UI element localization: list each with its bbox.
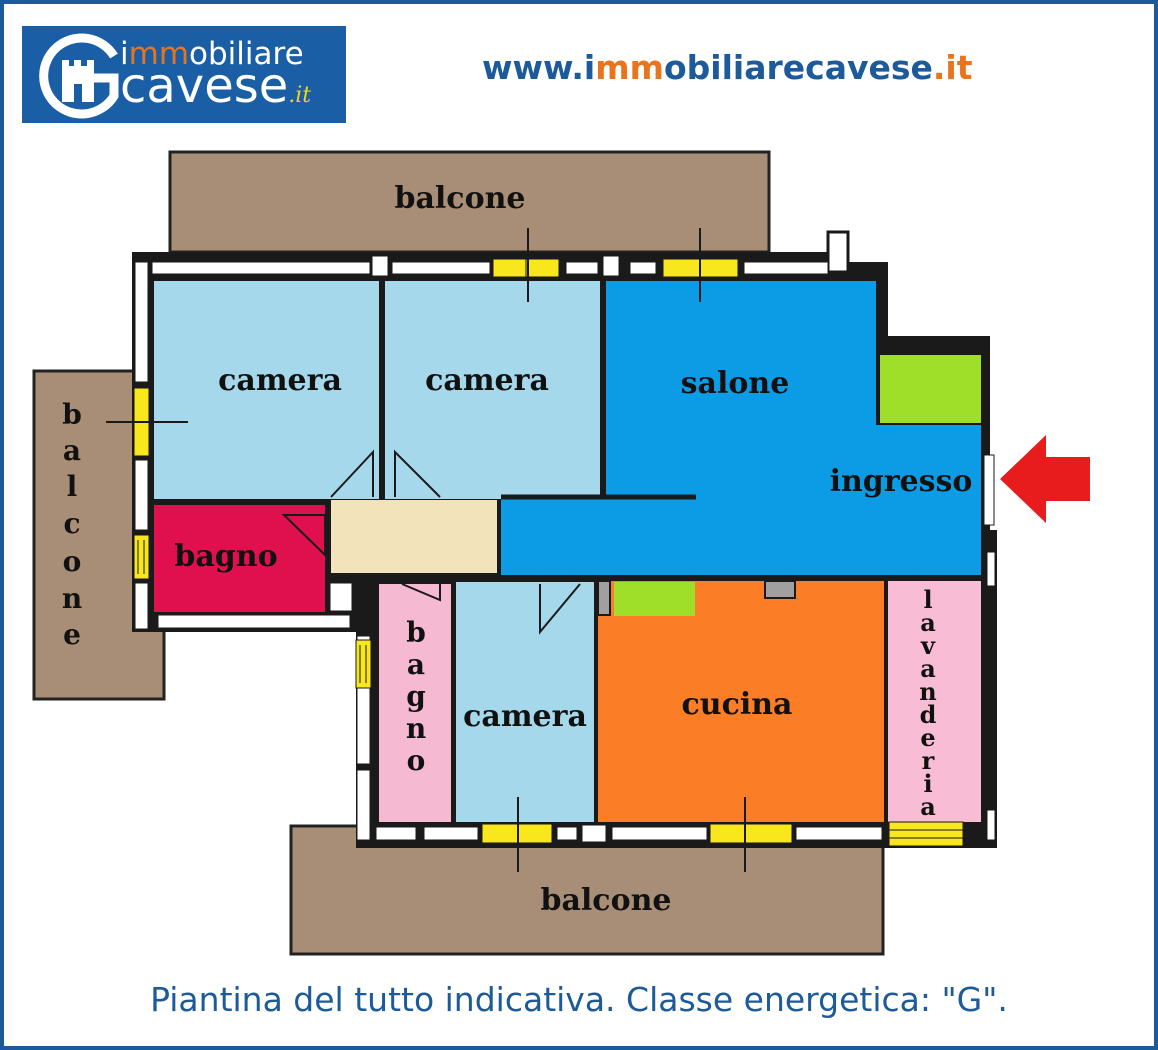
room-cucina: [598, 581, 884, 822]
castle-g-icon: [39, 33, 119, 119]
label-camera-1: camera: [218, 363, 342, 398]
svg-text:n: n: [406, 712, 426, 745]
svg-text:l: l: [923, 585, 932, 614]
label-balcone-bottom: balcone: [541, 883, 672, 918]
label-salone: salone: [681, 366, 790, 401]
svg-text:o: o: [407, 744, 426, 777]
svg-text:a: a: [920, 792, 936, 821]
balcony-top: [168, 150, 771, 254]
entrance-arrow-icon: [1000, 435, 1090, 523]
label-bagno-1: bagno: [174, 539, 277, 574]
hallway: [331, 500, 497, 573]
brand-logo: immobiliare cavese.it: [22, 26, 346, 123]
logo-word-immobiliare: immobiliare: [120, 36, 304, 72]
label-balcone-top: balcone: [395, 181, 526, 216]
svg-text:e: e: [920, 723, 935, 752]
svg-text:g: g: [406, 680, 426, 713]
svg-text:c: c: [63, 507, 80, 540]
svg-text:l: l: [67, 470, 78, 503]
svg-text:a: a: [407, 648, 425, 681]
label-camera-2: camera: [425, 363, 549, 398]
logo-word-cavese: cavese.it: [120, 58, 312, 114]
label-bagno-2: b a g n o: [406, 616, 426, 777]
label-ingresso: ingresso: [830, 464, 973, 499]
svg-text:d: d: [920, 700, 937, 729]
green-block-salone: [880, 355, 981, 423]
svg-text:r: r: [922, 746, 935, 775]
svg-text:a: a: [920, 654, 936, 683]
label-balcone-left: b a l c o n e: [62, 398, 82, 651]
svg-text:a: a: [920, 608, 936, 637]
website-url[interactable]: www.immobiliarecavese.it: [482, 48, 973, 87]
label-lavanderia: l a v a n d e r i a: [919, 585, 936, 821]
svg-text:n: n: [62, 582, 82, 615]
green-block-cucina: [614, 582, 695, 616]
svg-text:i: i: [923, 769, 932, 798]
room-salone: [501, 281, 981, 575]
room-camera-1: [154, 281, 380, 499]
svg-text:n: n: [919, 677, 936, 706]
caption: Piantina del tutto indicativa. Classe en…: [150, 980, 1008, 1019]
svg-text:b: b: [406, 616, 426, 649]
svg-text:b: b: [62, 398, 82, 431]
room-camera-2: [385, 281, 600, 499]
room-bagno-2: [379, 584, 451, 822]
svg-text:o: o: [63, 545, 82, 578]
label-camera-3: camera: [463, 699, 587, 734]
room-camera-3: [456, 582, 595, 822]
svg-text:e: e: [63, 618, 81, 651]
label-cucina: cucina: [682, 687, 793, 722]
svg-text:a: a: [63, 434, 81, 467]
svg-text:v: v: [920, 631, 936, 660]
room-lavanderia: [888, 581, 981, 822]
